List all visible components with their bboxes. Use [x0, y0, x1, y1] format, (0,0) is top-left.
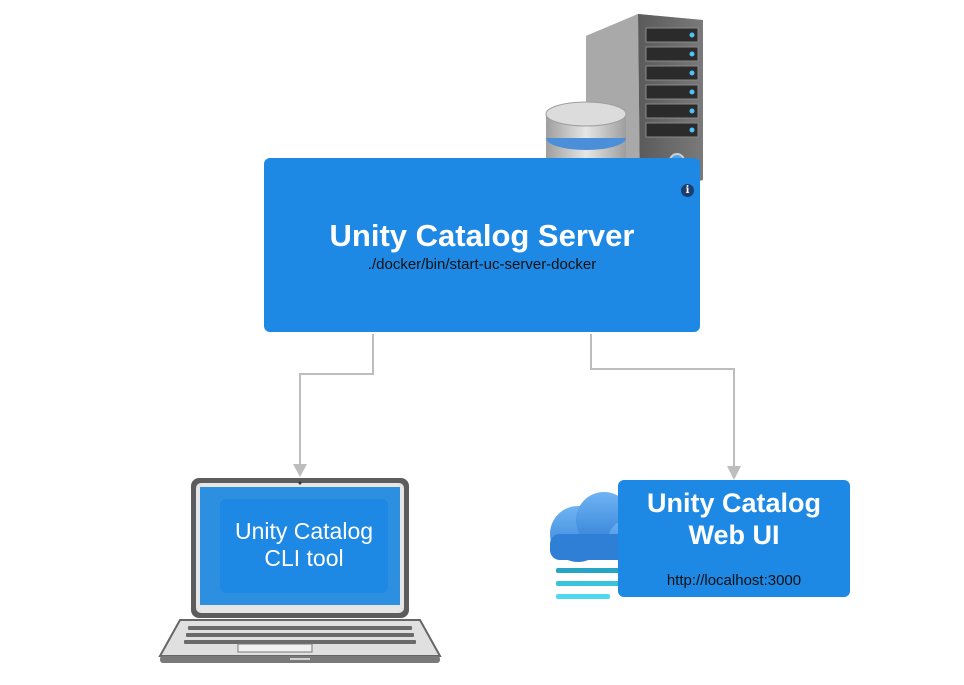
server-title: Unity Catalog Server — [329, 218, 635, 253]
connector-server-to-webui — [590, 334, 741, 480]
webui-title-line1: Unity Catalog — [646, 488, 821, 518]
connector-server-to-cli — [293, 334, 374, 477]
webui-box — [618, 480, 850, 597]
server-box — [264, 158, 700, 332]
server-command: ./docker/bin/start-uc-server-docker — [367, 256, 597, 273]
cli-label-line2: CLI tool — [264, 545, 344, 571]
cli-label: Unity Catalog CLI tool — [220, 518, 388, 572]
webui-title: Unity Catalog Web UI — [618, 487, 850, 551]
info-icon[interactable]: i — [681, 184, 694, 197]
arrowhead — [293, 464, 307, 477]
webui-title-line2: Web UI — [688, 520, 780, 550]
webui-url[interactable]: http://localhost:3000 — [666, 572, 802, 589]
cli-screen-panel — [220, 499, 388, 593]
arrowhead — [727, 466, 741, 480]
cli-label-line1: Unity Catalog — [234, 518, 374, 544]
